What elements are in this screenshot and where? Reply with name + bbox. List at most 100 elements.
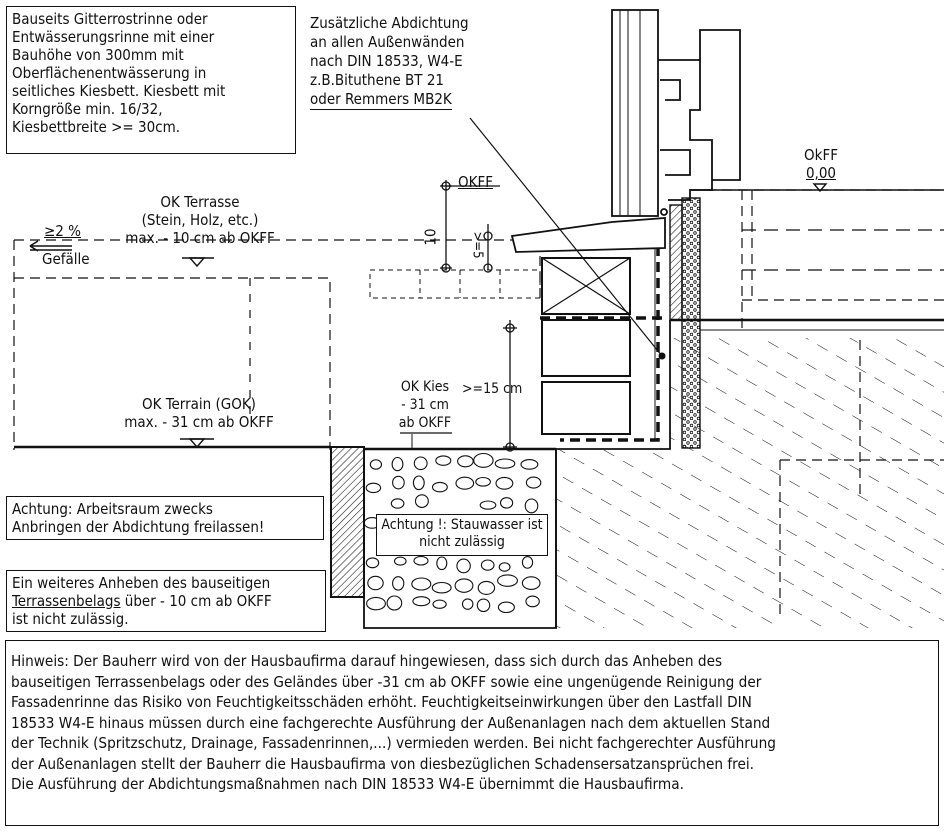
- gravel-stone: [432, 599, 447, 609]
- note-line: Die Ausführung der Abdichtungsmaßnahmen …: [11, 775, 684, 793]
- label-slope: Gefälle: [42, 250, 90, 268]
- gravel-stone: [369, 459, 383, 470]
- note-line: Hinweis: Der Bauherr wird von der Hausba…: [11, 652, 723, 670]
- label-line: OK Kies: [400, 379, 450, 395]
- label-dim-ge5: >=5: [469, 231, 485, 259]
- gravel-stone: [365, 557, 380, 569]
- note-line: ist nicht zulässig.: [12, 610, 129, 628]
- note-line: Korngröße min. 16/32,: [12, 100, 163, 118]
- note-sealing: Zusätzliche Abdichtung an allen Außenwän…: [310, 14, 469, 110]
- perimeter-insulation: [681, 197, 701, 449]
- kerb-stone: [330, 446, 365, 598]
- note-raise-limit: Ein weiteres Anheben des bauseitigen Ter…: [6, 570, 326, 632]
- gravel-stone: [367, 575, 384, 591]
- note-line: Bauseits Gitterrostrinne oder: [12, 10, 208, 28]
- sealing-line: [560, 230, 660, 442]
- label-line: OkFF: [804, 146, 838, 164]
- gravel-stone: [497, 601, 515, 614]
- label-ok-terrasse: OK Terrasse (Stein, Holz, etc.) max. - 1…: [110, 193, 290, 247]
- gravel-stone: [479, 500, 497, 510]
- gravel-stone: [366, 596, 386, 611]
- note-line: Anbringen der Abdichtung freilassen!: [12, 518, 265, 536]
- gravel-stone: [494, 458, 516, 469]
- gravel-stone: [473, 452, 494, 468]
- gravel-stone: [525, 595, 540, 608]
- gravel-stone: [413, 555, 429, 566]
- gravel-stone: [412, 596, 431, 607]
- window-sill: [510, 217, 666, 253]
- terrace-slab: [369, 269, 541, 299]
- note-line: Fassadenrinne das Risiko von Feuchtigkei…: [11, 693, 752, 711]
- gravel-stone: [476, 598, 491, 613]
- note-line: 18533 W4-E hinaus müssen durch eine fach…: [11, 713, 771, 732]
- label-line: max. - 10 cm ab OKFF: [125, 229, 275, 247]
- gravel-stone: [521, 556, 534, 569]
- label-line: (Stein, Holz, etc.): [141, 211, 259, 229]
- gravel-stone: [525, 476, 542, 489]
- note-text: über - 10 cm ab OKFF: [120, 592, 272, 610]
- terrace-level-marker: [188, 257, 206, 268]
- note-line: Kiesbettbreite >= 30cm.: [12, 118, 181, 136]
- note-line: Oberflächenentwässerung in: [12, 64, 207, 82]
- dimension-10: [440, 180, 500, 273]
- note-line: oder Remmers MB2K: [310, 90, 452, 110]
- gravel-stone: [392, 576, 405, 591]
- ground-line: [14, 445, 556, 451]
- note-line: Achtung: Arbeitsraum zwecks: [12, 500, 213, 518]
- gravel-stone: [480, 559, 495, 571]
- label-line: OK Terrasse: [160, 193, 240, 211]
- gravel-stone: [475, 476, 491, 487]
- label-okff-top: OKFF: [458, 173, 493, 191]
- gravel-stone: [455, 476, 475, 490]
- label-line: OK Terrain (GOK): [142, 395, 256, 413]
- gravel-stone: [413, 456, 428, 471]
- gravel-stone: [390, 498, 405, 509]
- building-foundation: [555, 318, 944, 628]
- label-line: ab OKFF: [398, 415, 452, 431]
- label-okff-right: OkFF 0,00: [796, 146, 846, 182]
- gravel-stone: [431, 581, 452, 594]
- note-line: Ein weiteres Anheben des bauseitigen: [12, 574, 271, 592]
- note-line: der Außenanlagen stellt der Bauherr die …: [11, 754, 755, 773]
- gravel-stone: [414, 494, 429, 508]
- note-line: Terrassenbelags über - 10 cm ab OKFF: [12, 592, 320, 610]
- gravel-stone: [495, 476, 514, 490]
- gravel-stone: [521, 576, 541, 590]
- gravel-stone: [497, 574, 518, 587]
- note-line: Bauhöhe von 300mm mit: [12, 46, 184, 64]
- gravel-stone: [454, 578, 474, 593]
- label-dim-10: 10: [421, 228, 440, 246]
- label-line: max. - 31 cm ab OKFF: [124, 413, 274, 431]
- gravel-stone: [498, 562, 511, 572]
- note-line: Achtung !: Stauwasser ist: [381, 517, 543, 533]
- gravel-stone: [393, 556, 407, 566]
- note-standing-water: Achtung !: Stauwasser ist nicht zulässig: [376, 514, 548, 556]
- note-line: nicht zulässig: [419, 534, 505, 550]
- leader-line: [469, 117, 663, 357]
- note-line: Zusätzliche Abdichtung: [310, 14, 469, 32]
- gravel-stone: [391, 456, 404, 472]
- gravel-stone: [477, 580, 496, 595]
- okff-right-marker: [812, 183, 828, 193]
- gravel-stone: [411, 577, 432, 591]
- gravel-stone: [461, 598, 474, 610]
- note-line: der Technik (Spritzschutz, Drainage, Fas…: [11, 734, 776, 752]
- note-work-space: Achtung: Arbeitsraum zwecks Anbringen de…: [6, 496, 324, 540]
- note-line: an allen Außenwänden: [310, 33, 465, 51]
- label-ok-kies: OK Kies - 31 cm ab OKFF: [390, 378, 460, 432]
- gravel-stone: [386, 595, 403, 611]
- gravel-stone: [457, 455, 474, 468]
- note-general-hint: Hinweis: Der Bauherr wird von der Hausba…: [5, 640, 939, 826]
- gravel-stone: [392, 475, 405, 490]
- note-line: bauseitigen Terrassenbelags oder des Gel…: [11, 672, 762, 691]
- dimension-15: [503, 320, 517, 452]
- gravel-stones: [363, 452, 542, 614]
- drain-channel: [541, 257, 631, 435]
- label-dim-ge15: >=15 cm: [462, 381, 523, 397]
- window-frame: [611, 9, 741, 217]
- gravel-stone: [499, 497, 514, 509]
- note-line: Entwässerungsrinne mit einer: [12, 28, 215, 46]
- slope-arrow: [29, 240, 72, 252]
- wall-hatch: [669, 204, 683, 321]
